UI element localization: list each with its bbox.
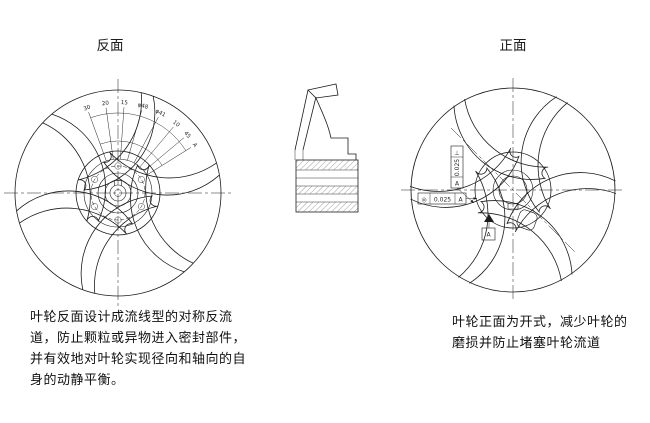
back-view-title: 反面 xyxy=(97,38,124,53)
dimension-line xyxy=(127,110,142,161)
bolt-hole xyxy=(91,176,99,183)
back-view-caption: 叶轮反面设计成流线型的对称反流 道，防止颗粒或异物进入密封部件， 并有效地对叶轮… xyxy=(30,306,275,390)
bore-outer-circle xyxy=(492,169,534,211)
gdt-annotations: ⊥ 0.025 A ◎ 0.025 A A xyxy=(417,145,496,241)
dimension-label: A xyxy=(191,142,198,149)
impeller-back-view: 30 20 15 φ48 φ41 10 45 A xyxy=(4,79,232,307)
gdt-datum-ref: A xyxy=(458,196,463,203)
hub-circle xyxy=(474,151,552,229)
dimension-line xyxy=(105,107,114,160)
bolt-hole xyxy=(137,203,145,210)
impeller-section-view xyxy=(294,83,359,213)
gdt-value: 0.025 xyxy=(434,196,451,203)
caption-line: 磨损并防止堵塞叶轮流道 xyxy=(452,335,601,350)
datum-triangle xyxy=(484,214,494,222)
shroud-contour xyxy=(315,97,357,160)
impeller-front-view xyxy=(401,78,625,302)
bolt-hole xyxy=(137,176,145,183)
shroud-cone-line xyxy=(294,89,309,151)
dimension-line xyxy=(139,126,174,168)
dimension-label: 45 xyxy=(182,131,191,141)
gdt-datum-ref: A xyxy=(455,181,460,188)
hatch-band xyxy=(296,160,358,170)
dimension-line xyxy=(88,112,107,162)
hub-circle xyxy=(83,158,153,228)
bolt-hole xyxy=(114,162,122,170)
keyway-notch xyxy=(114,180,122,186)
hub-step-circle xyxy=(97,172,139,214)
shroud-cone-line xyxy=(302,96,317,151)
bolt-hole xyxy=(114,216,122,224)
caption-line: 并有效地对叶轮实现径向和轴向的自 xyxy=(30,351,247,366)
gdt-leader xyxy=(456,187,475,204)
bolt-hole xyxy=(91,203,99,210)
outer-rim-circle xyxy=(410,87,616,293)
gdt-value: 0.025 xyxy=(454,159,461,176)
center-circle xyxy=(114,189,122,197)
hatch-band xyxy=(296,186,358,194)
dimension-label: φ48 xyxy=(137,102,149,111)
front-view-title: 正面 xyxy=(500,38,527,53)
caption-line: 道，防止颗粒或异物进入密封部件， xyxy=(30,330,247,345)
datum-label: A xyxy=(486,232,491,239)
bore-circle xyxy=(498,175,528,205)
caption-line: 叶轮反面设计成流线型的对称反流 xyxy=(30,309,233,324)
dimension-line xyxy=(143,137,185,172)
bore-circle xyxy=(109,184,127,202)
diagonal-centerline xyxy=(450,127,576,253)
dimension-fan: 30 20 15 φ48 φ41 10 45 A xyxy=(83,100,198,176)
caption-line: 身的动静平衡。 xyxy=(30,372,125,387)
bolt-circle xyxy=(90,165,146,221)
bore-outer-circle xyxy=(104,179,132,207)
gdt-symbol: ◎ xyxy=(421,196,426,203)
blade-root-detail xyxy=(516,209,538,231)
dimension-label: 20 xyxy=(102,100,110,107)
caption-line: 叶轮正面为开式，减少叶轮的 xyxy=(452,314,628,329)
front-view-caption: 叶轮正面为开式，减少叶轮的 磨损并防止堵塞叶轮流道 xyxy=(452,311,650,353)
outer-rim-circle xyxy=(14,89,222,297)
dimension-label: 30 xyxy=(83,104,92,112)
dimension-line xyxy=(146,147,192,176)
gdt-symbol: ⊥ xyxy=(454,150,459,157)
inlet-flange-section xyxy=(307,83,339,99)
hatch-band xyxy=(296,202,358,212)
dimension-arc xyxy=(100,140,163,166)
dimension-label: 15 xyxy=(121,100,129,107)
dimension-line xyxy=(120,107,125,160)
keyway-notch xyxy=(507,203,519,210)
dimension-label: φ41 xyxy=(154,108,166,118)
datum-frame xyxy=(481,227,496,241)
hub-flange-circle xyxy=(75,150,161,236)
dimension-line xyxy=(133,116,159,164)
dimension-arc xyxy=(90,112,186,151)
dimension-label: 10 xyxy=(171,120,181,129)
